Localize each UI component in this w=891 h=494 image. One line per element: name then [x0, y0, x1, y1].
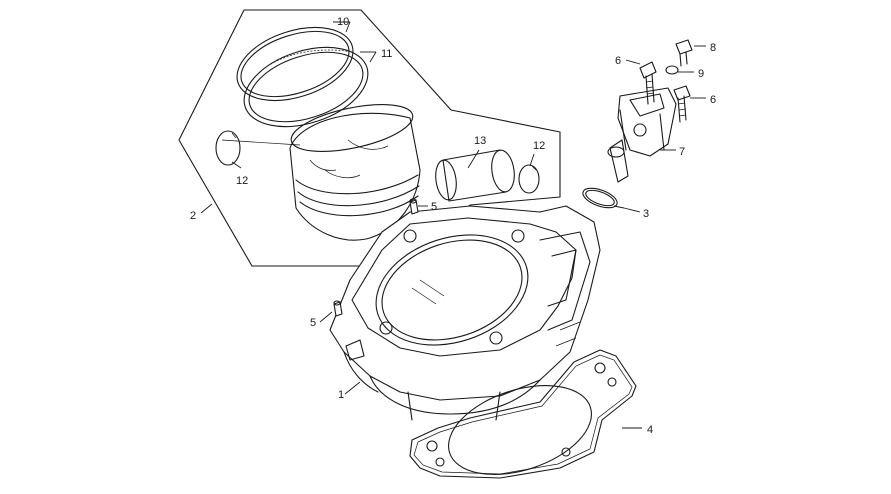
- callout-5-upper: 5: [431, 201, 437, 213]
- sealing-washer: [665, 65, 679, 75]
- circlip-left: [215, 130, 241, 166]
- base-gasket: [409, 349, 637, 479]
- bolt-right: [673, 85, 691, 123]
- piston-ring-top: [236, 26, 354, 102]
- callout-1: 1: [338, 389, 344, 401]
- callout-labels: 1 2 3 4 5 5 6 6 7 8 9 10 11 12 12 13: [190, 16, 716, 436]
- callout-5-lower: 5: [310, 317, 316, 329]
- chain-tensioner: [607, 87, 677, 183]
- callout-12-left: 12: [236, 175, 248, 187]
- callout-9: 9: [698, 68, 704, 80]
- dowel-pin-lower: [333, 300, 343, 317]
- piston: [289, 104, 421, 241]
- callout-7: 7: [679, 146, 685, 158]
- callout-3: 3: [643, 208, 649, 220]
- piston-pin: [435, 149, 515, 202]
- callout-4: 4: [647, 424, 653, 436]
- callout-12-right: 12: [533, 140, 545, 152]
- piston-ring-second: [243, 46, 369, 128]
- dowel-pin-upper: [409, 198, 419, 215]
- callout-6-left: 6: [615, 55, 621, 67]
- circlip-right: [518, 164, 540, 194]
- leader-lines: [200, 21, 706, 429]
- callout-11: 11: [381, 48, 392, 60]
- callout-6-right: 6: [710, 94, 716, 106]
- callout-2: 2: [190, 210, 196, 222]
- piston-group-outline: [178, 9, 561, 267]
- callout-8: 8: [710, 42, 716, 54]
- callout-13: 13: [474, 135, 486, 147]
- o-ring: [582, 187, 618, 209]
- callout-10: 10: [337, 16, 349, 28]
- plug-screw: [675, 39, 693, 67]
- cylinder: [329, 205, 601, 421]
- bolt-left: [639, 61, 657, 105]
